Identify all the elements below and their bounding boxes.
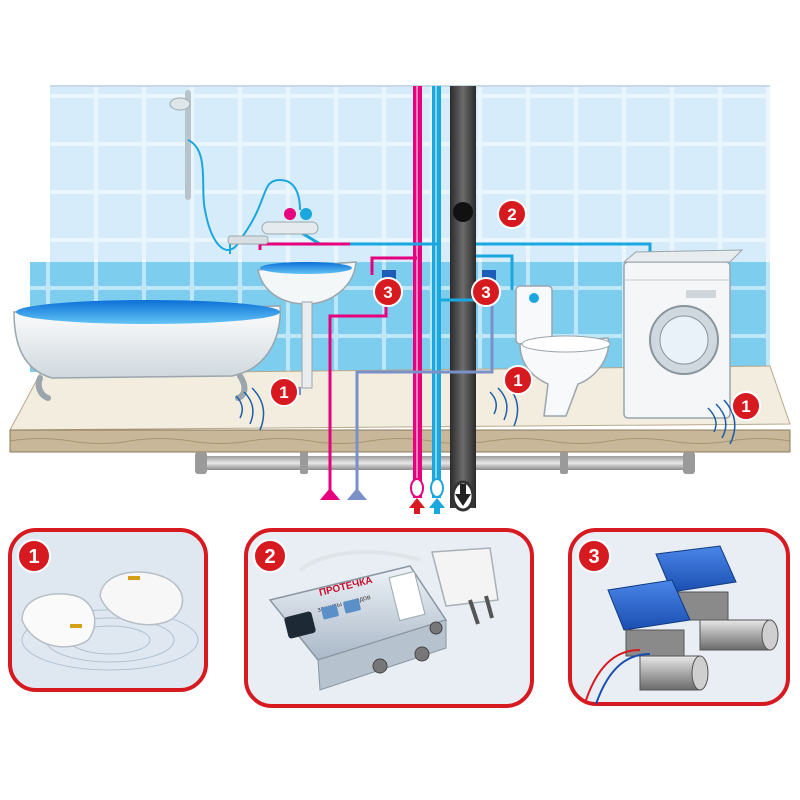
washing-machine	[622, 249, 744, 419]
toilet	[515, 285, 611, 417]
panel-leak-sensors: 1	[8, 528, 208, 692]
valve-marker: 3	[373, 277, 403, 307]
faucet	[227, 208, 319, 254]
controller-marker-label: 2	[507, 205, 516, 224]
sensor-marker-label: 1	[741, 397, 750, 416]
sensor-puck-icon	[99, 571, 184, 626]
panel-badge-1: 1	[28, 546, 39, 568]
floor	[9, 365, 791, 453]
leak-waves	[235, 383, 736, 445]
arrow-down-black-icon	[451, 480, 475, 512]
panel-badge-2: 2	[264, 546, 275, 568]
sink	[257, 261, 357, 389]
riser-pipes	[413, 86, 476, 508]
controller-marker: 2	[497, 199, 527, 229]
underfloor-pipe	[195, 452, 695, 474]
panel-motorized-valves: 3	[568, 528, 790, 706]
valve-marker-label: 3	[481, 283, 490, 302]
sensor-marker: 1	[731, 391, 761, 421]
arrow-up-red-icon	[409, 478, 425, 514]
panel-controller: ПРОТЕЧКА защиты выходов 2	[244, 528, 534, 708]
panel-badge-3: 3	[588, 546, 599, 568]
sensor-marker: 1	[269, 377, 299, 407]
sensor-puck-icon	[21, 593, 96, 648]
valve-actuator-icon	[607, 579, 709, 691]
sensor-marker-label: 1	[279, 383, 288, 402]
controller-unit: ПРОТЕЧКА защиты выходов	[268, 565, 448, 691]
arrow-up-blue-icon	[429, 478, 445, 514]
power-adapter	[298, 547, 499, 625]
valve-marker: 3	[471, 277, 501, 307]
sensor-marker-label: 1	[513, 371, 522, 390]
sensor-marker: 1	[503, 365, 533, 395]
bathtub	[13, 300, 281, 401]
valve-marker-label: 3	[383, 283, 392, 302]
